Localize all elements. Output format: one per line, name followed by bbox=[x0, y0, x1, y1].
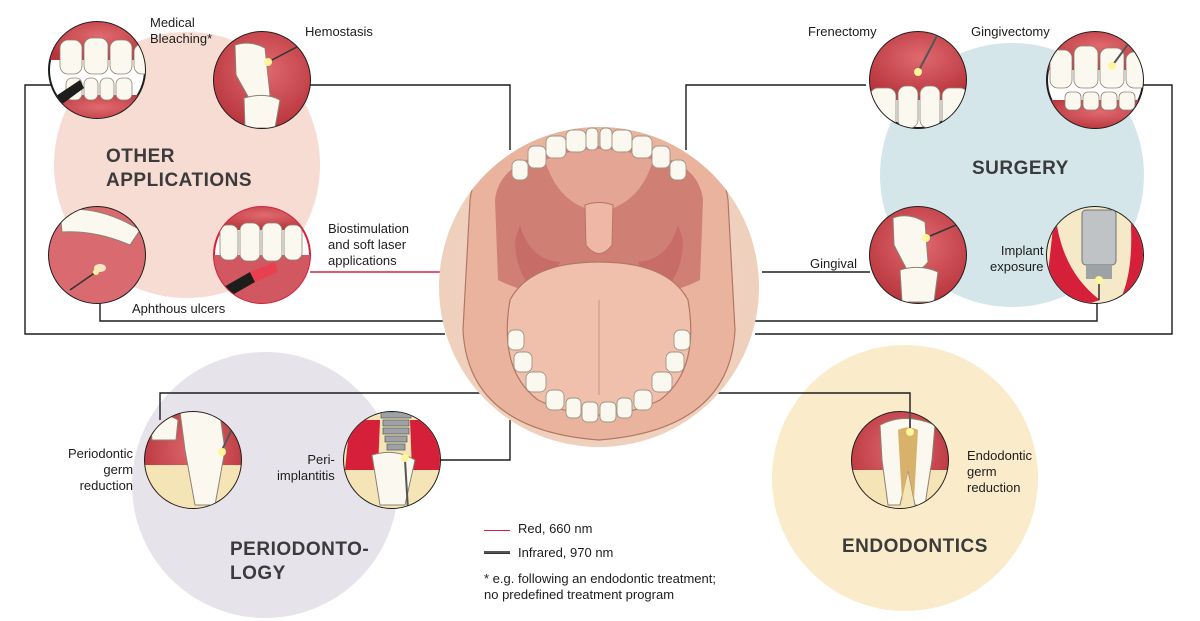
group-title-periodontology: PERIODONTO- LOGY bbox=[230, 539, 370, 584]
label-gingival: Gingival bbox=[810, 256, 857, 271]
label-aphthous-ulcers: Aphthous ulcers bbox=[132, 301, 226, 316]
detail-hemostasis bbox=[213, 31, 311, 129]
detail-aphthous-ulcers bbox=[48, 206, 146, 304]
connector-lines bbox=[24, 84, 1173, 553]
group-title-surgery: SURGERY bbox=[972, 158, 1069, 179]
legend-red-swatch bbox=[484, 530, 510, 531]
detail-periodontic-germ-reduction bbox=[144, 411, 242, 509]
label-biostimulation: Biostimulation and soft laser applicatio… bbox=[328, 221, 409, 268]
detail-frenectomy bbox=[869, 31, 967, 129]
label-implant-exposure: Implant exposure bbox=[990, 243, 1044, 274]
label-gingivectomy: Gingivectomy bbox=[971, 24, 1050, 39]
legend-red-label: Red, 660 nm bbox=[518, 521, 593, 536]
label-periodontic-germ-reduction: Periodontic germ reduction bbox=[68, 446, 134, 493]
group-title-other-applications: OTHER APPLICATIONS bbox=[106, 146, 253, 191]
label-frenectomy: Frenectomy bbox=[808, 24, 877, 39]
label-hemostasis: Hemostasis bbox=[305, 24, 373, 39]
open-mouth-illustration bbox=[439, 127, 759, 447]
label-peri-implantitis: Peri- implantitis bbox=[277, 452, 335, 483]
legend-footnote: * e.g. following an endodontic treatment… bbox=[484, 571, 716, 602]
group-title-endodontics: ENDODONTICS bbox=[842, 536, 988, 557]
detail-gingivectomy bbox=[1046, 31, 1144, 129]
label-medical-bleaching: Medical Bleaching* bbox=[150, 15, 213, 46]
detail-peri-implantitis bbox=[343, 411, 441, 509]
legend-infrared-swatch bbox=[484, 553, 510, 554]
legend-infrared-label: Infrared, 970 nm bbox=[518, 545, 614, 560]
label-endodontic-germ-reduction: Endodontic germ reduction bbox=[967, 448, 1033, 495]
detail-gingival bbox=[869, 206, 967, 304]
